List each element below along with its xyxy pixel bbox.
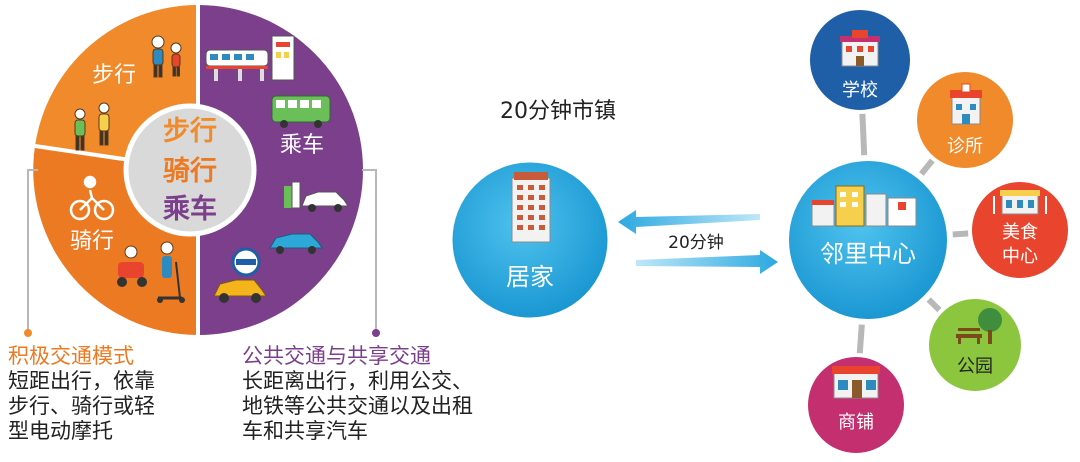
food-stall-icon	[993, 190, 1047, 215]
park-tree-bench-icon	[956, 308, 1002, 344]
hub-label: 邻里中心	[820, 240, 916, 268]
food-label-line1: 美食	[1002, 222, 1038, 243]
ev-charging-car-icon	[284, 181, 349, 212]
arrow-to-home	[618, 210, 760, 234]
shared-car-icon	[213, 279, 267, 303]
active-connector-dot	[24, 329, 32, 337]
arrow-to-hub	[636, 250, 778, 274]
wheel-center-walk: 步行	[163, 115, 217, 147]
public-connector	[362, 169, 377, 330]
wheel-center-transit: 乘车	[162, 193, 217, 225]
walking-people-icon	[74, 102, 110, 151]
public-transport-caption: 公共交通与共享交通 长距离出行，利用公交、 地铁等公共交通以及出租 车和共享汽车	[242, 344, 473, 444]
clinic-building-icon	[950, 83, 982, 125]
school-building-icon	[840, 30, 880, 67]
active-transport-line: 短距出行，依靠	[8, 369, 155, 393]
school-label: 学校	[842, 80, 878, 101]
public-transport-line: 长距离出行，利用公交、	[242, 369, 473, 393]
active-transport-caption: 积极交通模式 短距出行，依靠 步行、骑行或轻 型电动摩托	[8, 344, 155, 444]
wheel-walk-label: 步行	[92, 63, 136, 88]
walking-family-icon	[151, 35, 182, 78]
public-transport-line: 车和共享汽车	[242, 419, 368, 443]
shop-building-icon	[832, 366, 880, 399]
taxi-icon	[269, 233, 323, 254]
neighbourhood-hub-node: 邻里中心	[783, 155, 953, 325]
clinic-node: 诊所	[913, 68, 1017, 172]
caption-connectors	[24, 169, 380, 337]
school-node: 学校	[806, 6, 914, 114]
bicycle-icon	[69, 175, 115, 221]
apartment-building-icon	[511, 172, 551, 243]
public-transport-line: 地铁等公共交通以及出租	[242, 394, 473, 418]
park-label: 公园	[957, 356, 993, 377]
active-transport-line: 型电动摩托	[8, 419, 113, 443]
wheel-transit-label: 乘车	[280, 133, 324, 158]
active-transport-line: 步行、骑行或轻	[8, 394, 155, 418]
food-label-line2: 中心	[1002, 246, 1038, 267]
wheel-ride-label: 骑行	[70, 229, 114, 254]
metro-sign-icon	[231, 247, 261, 277]
bus-icon	[271, 95, 331, 128]
wheel-center-ride: 骑行	[163, 155, 217, 187]
home-label: 居家	[506, 263, 554, 291]
arrow-label: 20分钟	[668, 233, 724, 253]
travel-arrows: 20分钟	[618, 210, 778, 274]
food-centre-node: 美食 中心	[968, 178, 1072, 282]
active-transport-title: 积极交通模式	[8, 344, 134, 368]
public-connector-dot	[372, 329, 380, 337]
metro-train-icon	[205, 35, 295, 81]
park-node: 公园	[925, 295, 1025, 395]
clinic-label: 诊所	[947, 136, 983, 157]
shop-node: 商铺	[804, 353, 908, 457]
active-connector	[27, 169, 38, 330]
wheel-center-disc	[123, 103, 257, 237]
public-transport-title: 公共交通与共享交通	[242, 344, 431, 368]
town-buildings-icon	[811, 185, 917, 227]
transport-wheel: 步行 骑行 乘车 步行 骑行 乘车	[33, 5, 363, 335]
scooter-riders-icon	[117, 241, 185, 303]
shop-label: 商铺	[838, 412, 874, 433]
town-title: 20分钟市镇	[500, 99, 616, 124]
home-node: 居家	[447, 157, 613, 323]
